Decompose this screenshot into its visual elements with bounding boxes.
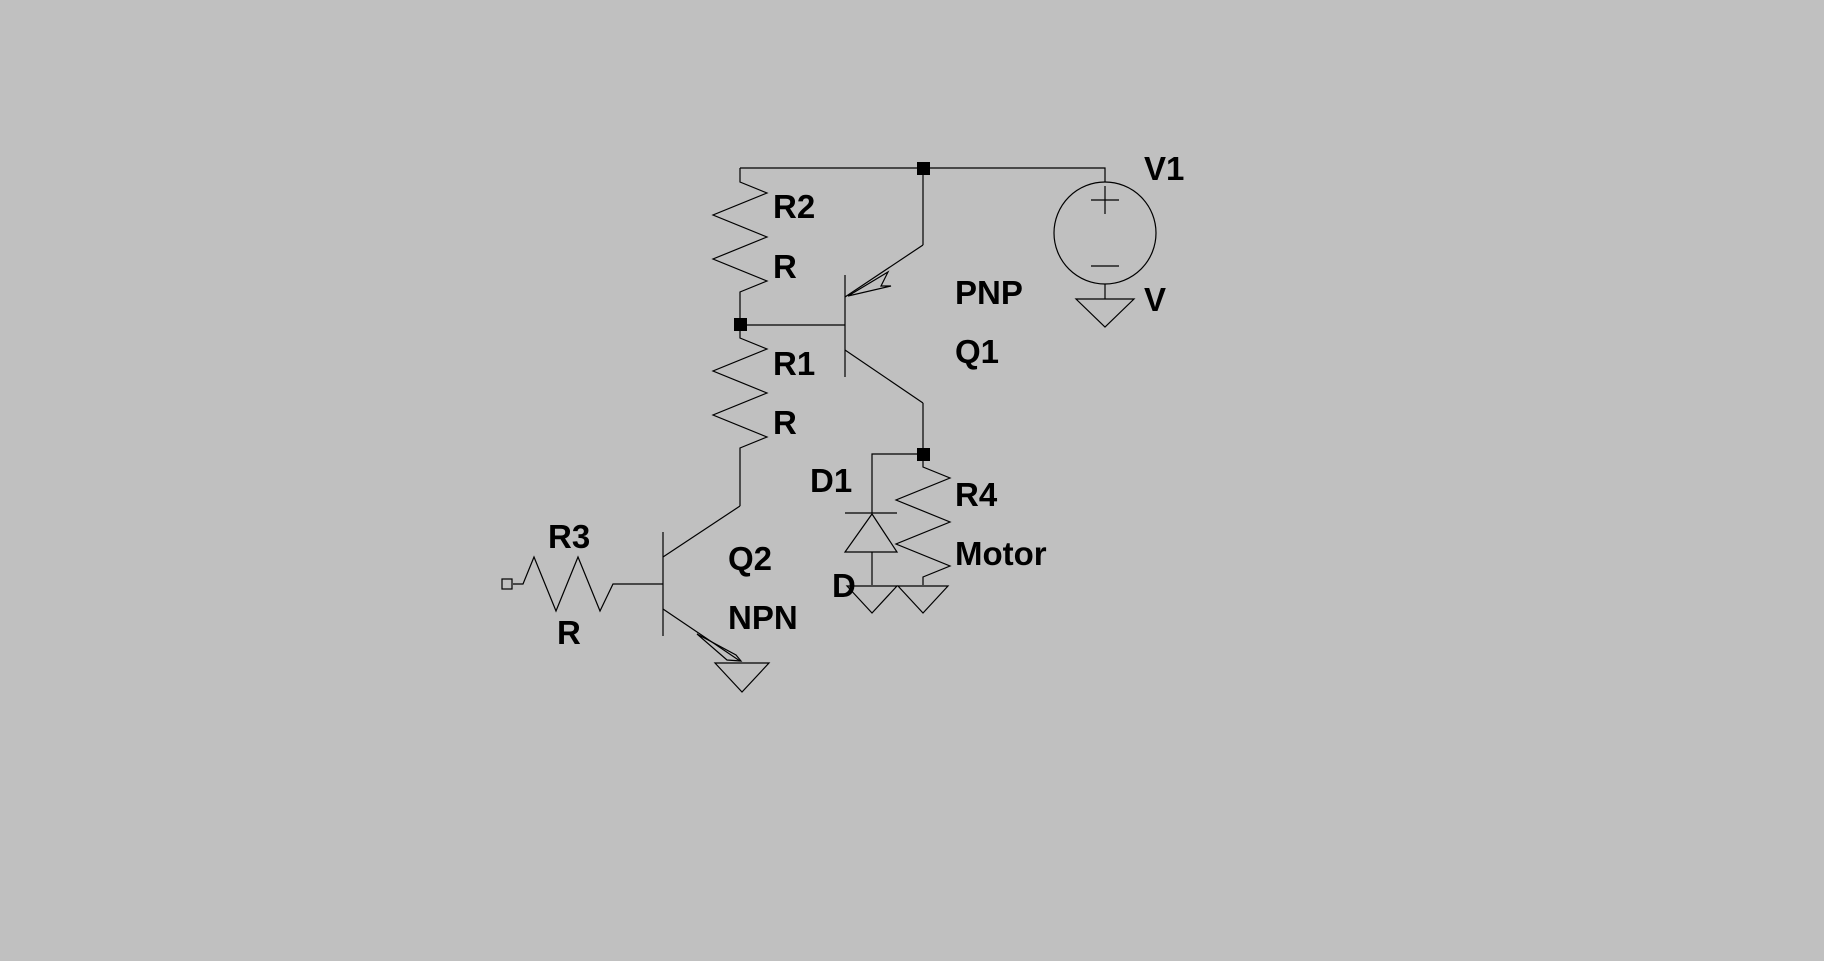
- r4-value: Motor: [955, 535, 1047, 572]
- voltage-source-v1[interactable]: [1053, 181, 1157, 299]
- ground-r4: [896, 585, 950, 614]
- q2-designator: Q2: [728, 540, 772, 577]
- r1-designator: R1: [773, 345, 815, 382]
- q1-designator: Q1: [955, 333, 999, 370]
- r3-designator: R3: [548, 518, 590, 555]
- q2-collector-wire[interactable]: [662, 505, 741, 558]
- d1-value: D: [832, 567, 856, 604]
- r2-value: R: [773, 248, 797, 285]
- r2-designator: R2: [773, 188, 815, 225]
- transistor-q1[interactable]: [844, 168, 924, 404]
- resistor-r1[interactable]: [711, 325, 769, 506]
- top-rail-wire[interactable]: [739, 167, 1106, 182]
- v1-designator: V1: [1144, 150, 1184, 187]
- transistor-q2[interactable]: [625, 532, 743, 662]
- diode-d1[interactable]: [843, 453, 923, 585]
- ground-v1: [1074, 298, 1136, 328]
- resistor-r4[interactable]: [894, 454, 952, 585]
- node-q1-emitter: [917, 162, 930, 175]
- r3-value: R: [557, 614, 581, 651]
- r1-value: R: [773, 404, 797, 441]
- v1-value: V: [1144, 281, 1166, 318]
- resistor-r2[interactable]: [711, 178, 769, 325]
- q1-value: PNP: [955, 274, 1023, 311]
- resistor-r3[interactable]: [513, 555, 625, 613]
- input-terminal[interactable]: [501, 578, 513, 590]
- r4-designator: R4: [955, 476, 998, 513]
- q2-value: NPN: [728, 599, 798, 636]
- ground-q2: [713, 662, 771, 693]
- d1-designator: D1: [810, 462, 852, 499]
- ground-d1: [845, 585, 899, 614]
